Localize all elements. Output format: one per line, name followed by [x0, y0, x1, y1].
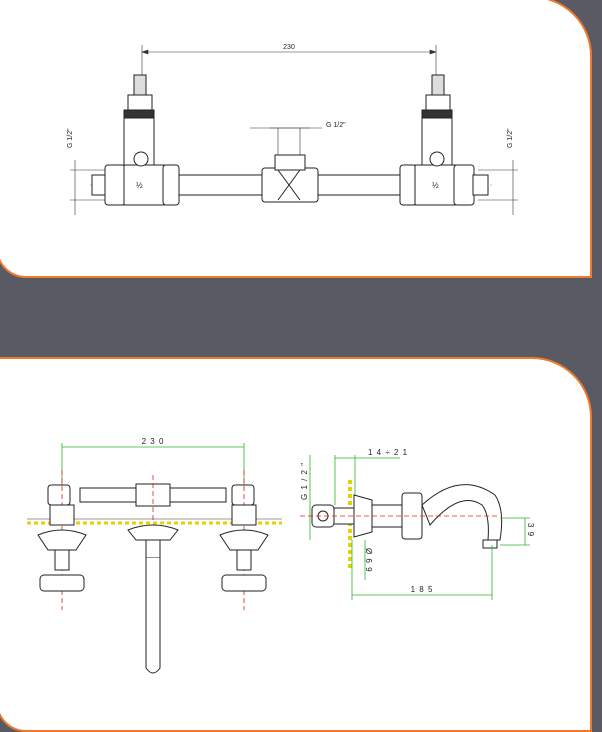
top-right-valve — [399, 74, 489, 206]
top-right-thread-dimension — [478, 160, 518, 215]
top-width-dimension — [141, 45, 437, 85]
bottom-left-handle — [37, 504, 87, 592]
top-center-thread-label: G 1/2" — [326, 122, 346, 129]
bottom-depth-label: 1 4 ÷ 2 1 — [368, 448, 408, 457]
bottom-pipe-assembly — [47, 483, 255, 674]
bottom-right-handle — [219, 504, 269, 592]
bottom-spout-height-label: 3 9 — [526, 523, 535, 537]
bottom-diameter-label: Ø 6 9 — [364, 548, 373, 573]
bottom-width-label: 2 3 0 — [142, 437, 165, 446]
bottom-spout-length-label: 1 8 5 — [411, 585, 434, 594]
bottom-width-dimension — [61, 443, 245, 490]
top-width-label: 230 — [283, 44, 295, 51]
top-left-thread-label: G 1/2" — [67, 128, 74, 148]
top-right-thread-label: G 1/2" — [507, 128, 514, 148]
bottom-thread-label: G 1 / 2 " — [300, 462, 309, 500]
top-drawing-panel — [0, 0, 592, 278]
bottom-side-view — [311, 480, 503, 570]
top-left-thread-dimension — [70, 160, 110, 215]
top-pipe-assembly — [174, 154, 406, 203]
top-left-valve-mark: ½ — [136, 181, 144, 190]
top-center-thread-dimension — [250, 127, 322, 158]
top-right-valve-mark: ½ — [432, 181, 440, 190]
bottom-side-dimensions — [309, 455, 530, 600]
top-left-valve — [91, 74, 180, 206]
